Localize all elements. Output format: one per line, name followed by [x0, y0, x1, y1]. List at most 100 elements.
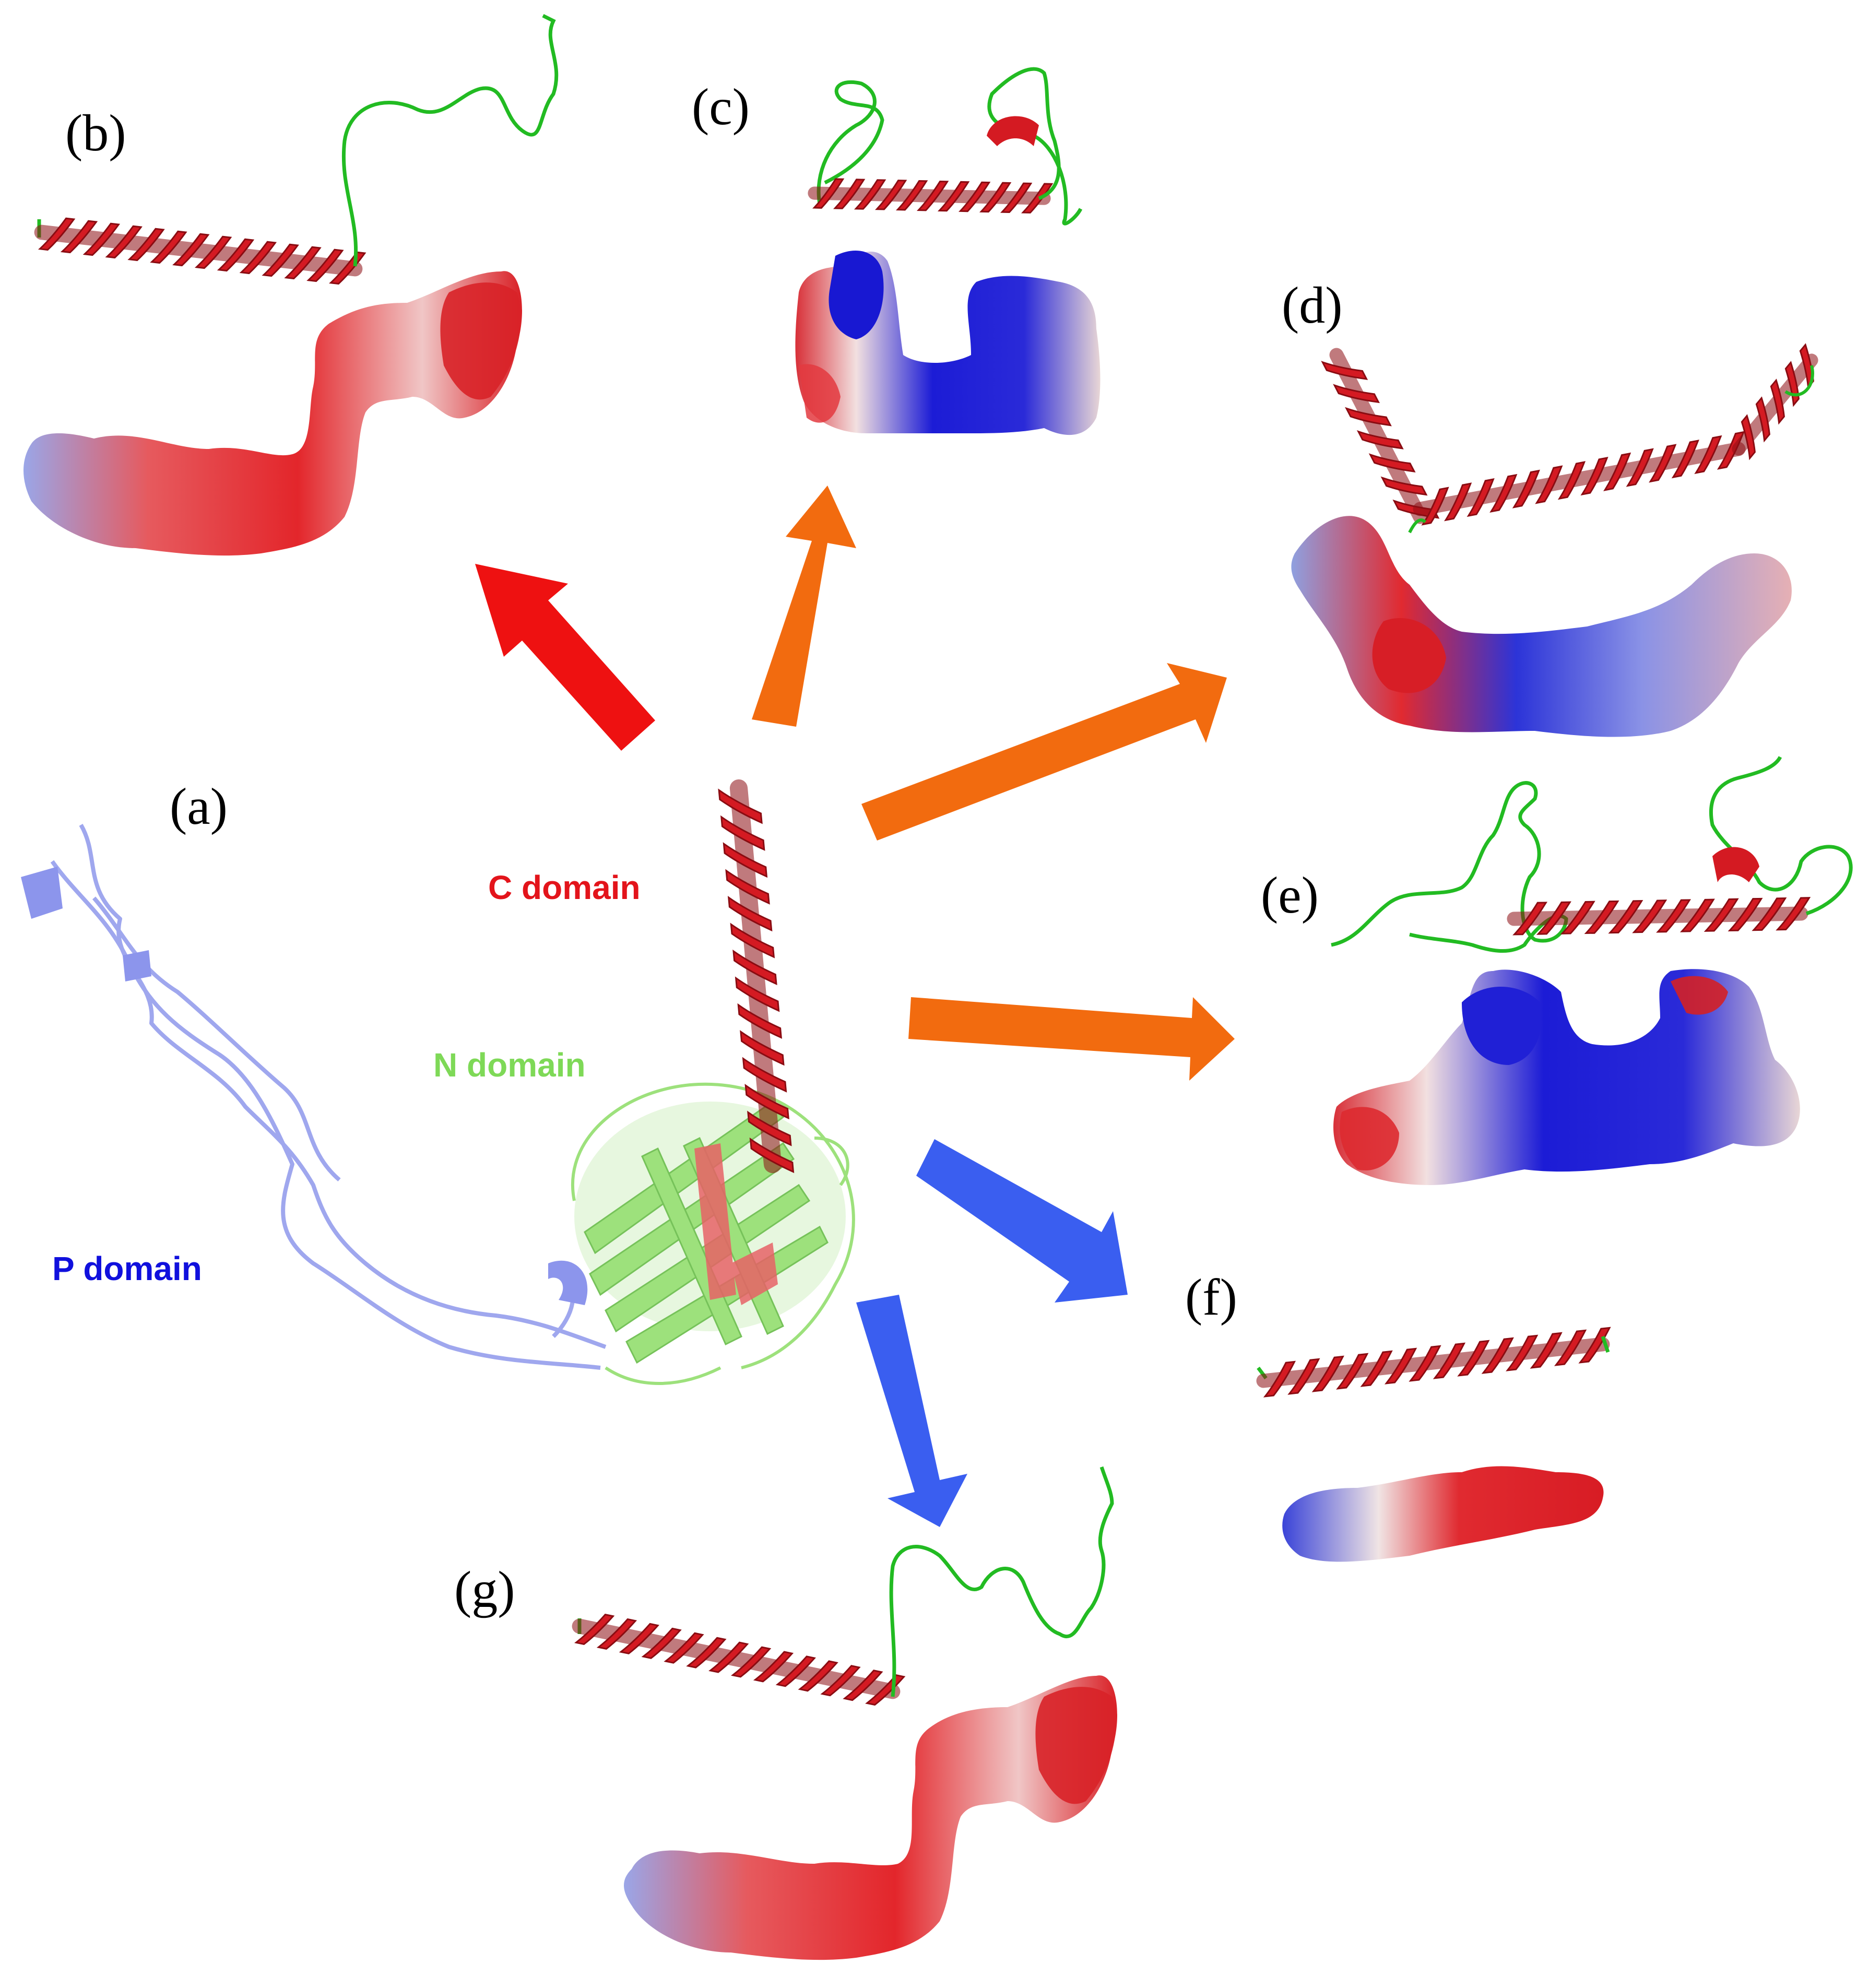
- p-domain-label: P domain: [52, 1250, 202, 1287]
- helix-turn: [1481, 1337, 1514, 1374]
- helix-turn: [574, 1613, 615, 1646]
- helix-turn: [1512, 902, 1548, 936]
- helix-turn: [916, 180, 949, 211]
- panel-d-helix-right: [1732, 343, 1818, 460]
- panel-f-surface: [1282, 1466, 1604, 1562]
- helix-turn: [979, 182, 1012, 213]
- helix-turn: [1444, 482, 1472, 522]
- panel-c-coil-left: [817, 80, 884, 204]
- panel-f-structure: [1256, 1327, 1611, 1562]
- helix-turn: [1603, 452, 1631, 491]
- helix-turn: [1409, 1345, 1441, 1382]
- helix-axis: [1507, 906, 1808, 926]
- helix-turn: [217, 238, 255, 272]
- panel-g-coil: [889, 1466, 1114, 1697]
- helix-turn: [895, 180, 928, 211]
- helix-turn: [720, 815, 765, 851]
- n-domain-ribbon: [571, 1082, 855, 1385]
- helix-turn: [742, 1057, 787, 1093]
- helix-turn: [1776, 897, 1811, 931]
- helix-turn: [718, 788, 763, 824]
- helix-turn: [747, 1110, 792, 1146]
- helix-turn: [664, 1632, 704, 1664]
- helix-turn: [686, 1637, 727, 1668]
- helix-turn: [306, 249, 344, 282]
- helix-turn: [1580, 456, 1608, 496]
- helix-turn: [1632, 900, 1667, 933]
- p-domain-helices: [21, 867, 588, 1305]
- helix-turn: [727, 896, 773, 932]
- helix-turn: [60, 220, 98, 254]
- helix-turn: [1656, 899, 1691, 933]
- helix-turn: [798, 1660, 838, 1692]
- helix-turn: [1704, 898, 1739, 932]
- helix-turn: [937, 181, 970, 212]
- helix-turn: [1021, 183, 1054, 214]
- panel-g-structure: [572, 1466, 1117, 1960]
- helix-turn: [732, 949, 777, 986]
- helix-turn: [1000, 182, 1033, 214]
- helix-turn: [1578, 1327, 1611, 1364]
- helix-turn: [262, 243, 299, 277]
- helix-turn: [744, 1084, 789, 1120]
- helix-turn: [1741, 414, 1756, 460]
- panel-e-coil-right: [1709, 756, 1853, 916]
- helix-turn: [730, 1646, 772, 1678]
- helix-turn: [1356, 430, 1404, 449]
- helix-turn: [127, 228, 165, 262]
- panel-d-helix-left: [1321, 348, 1440, 524]
- panel-label-f: (f): [1185, 1268, 1237, 1326]
- helix-turn: [833, 179, 866, 209]
- panel-b-coil: [341, 14, 559, 267]
- helix-turn: [1489, 474, 1518, 513]
- panel-c-helix: [808, 178, 1054, 214]
- helix-turn: [1263, 1360, 1296, 1398]
- helix-turn: [1608, 900, 1643, 934]
- helix-turn: [740, 1030, 785, 1066]
- helix-turn: [820, 1665, 861, 1697]
- helix-turn: [1321, 361, 1368, 380]
- helix-turn: [749, 1137, 795, 1174]
- helix-turn: [1728, 897, 1763, 932]
- helix-turn: [1287, 1358, 1320, 1395]
- panel-e-helix: [1507, 897, 1811, 936]
- c-domain-helix: [718, 779, 795, 1174]
- panel-g-surface: [624, 1675, 1117, 1960]
- helix-turn: [737, 1003, 782, 1039]
- helix-turn: [1557, 461, 1586, 500]
- helix-turn: [1679, 898, 1715, 932]
- arrow-to-g: [856, 1295, 967, 1527]
- helix-turn: [150, 230, 187, 264]
- helix-turn: [619, 1623, 659, 1654]
- panel-e-structure: [1331, 756, 1853, 1185]
- helix-turn: [105, 225, 143, 259]
- panel-label-e: (e): [1261, 866, 1319, 924]
- helix-turn: [1694, 435, 1722, 475]
- helix-turn: [1506, 1334, 1539, 1371]
- helix-turn: [735, 976, 780, 1012]
- panel-d-structure: [1291, 343, 1818, 737]
- helix-turn: [812, 178, 845, 209]
- panel-e-surface: [1333, 969, 1800, 1185]
- arrow-to-b: [475, 564, 655, 751]
- panel-g-helix: [572, 1613, 906, 1706]
- helix-turn: [1671, 440, 1699, 479]
- helix-axis: [1329, 348, 1427, 524]
- panel-b-helix: [34, 217, 366, 285]
- arrow-to-f: [916, 1139, 1128, 1303]
- helix-turn: [1755, 396, 1770, 443]
- helix-turn: [1770, 378, 1785, 425]
- helix-turn: [1560, 901, 1595, 934]
- panel-label-b: (b): [65, 104, 126, 162]
- helix-turn: [38, 217, 76, 251]
- arrow-to-c: [752, 486, 856, 727]
- arrow-to-e: [908, 997, 1235, 1081]
- helix-turn: [82, 222, 121, 256]
- helix-turn: [753, 1651, 794, 1683]
- helix-turn: [843, 1670, 883, 1701]
- panel-d-surface: [1291, 516, 1792, 737]
- helix-turn: [1384, 1347, 1417, 1384]
- c-domain-label: C domain: [488, 869, 641, 906]
- helix-turn: [1360, 1350, 1393, 1387]
